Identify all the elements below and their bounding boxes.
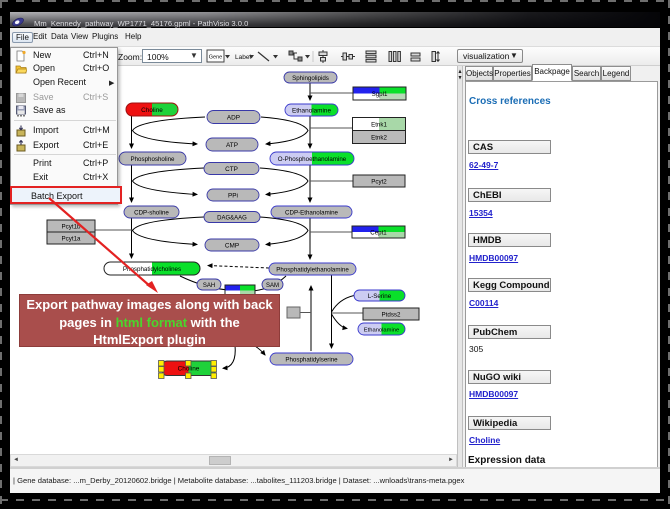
- svg-text:Etnk1: Etnk1: [371, 121, 387, 128]
- svg-text:O-Phosphoethanolamine: O-Phosphoethanolamine: [278, 156, 347, 163]
- svg-text:CDP-sholine: CDP-sholine: [134, 209, 169, 216]
- svg-text:SAM: SAM: [266, 283, 279, 289]
- svg-text:Ethanolamine: Ethanolamine: [364, 327, 399, 333]
- svg-text:Ethanolamine: Ethanolamine: [292, 107, 332, 114]
- svg-text:ADP: ADP: [227, 114, 240, 121]
- svg-text:Sgpl1: Sgpl1: [372, 91, 388, 98]
- svg-text:PPi: PPi: [228, 192, 238, 199]
- svg-text:Phosphatidylserine: Phosphatidylserine: [285, 356, 338, 363]
- svg-text:CDP-Ethanolamine: CDP-Ethanolamine: [285, 209, 339, 216]
- svg-text:Phosphosholine: Phosphosholine: [130, 156, 175, 163]
- svg-text:Pcyt2: Pcyt2: [371, 178, 387, 185]
- svg-text:Ptdss2: Ptdss2: [382, 311, 401, 318]
- svg-text:Pcyt1b: Pcyt1b: [62, 223, 81, 230]
- svg-text:Sphingolipids: Sphingolipids: [292, 75, 329, 82]
- svg-text:SAH: SAH: [203, 283, 215, 289]
- svg-text:Pcyt1a: Pcyt1a: [62, 235, 81, 242]
- svg-text:ATP: ATP: [226, 142, 238, 149]
- svg-text:CTP: CTP: [225, 166, 238, 173]
- svg-text:Phosphatidylethanolamine: Phosphatidylethanolamine: [276, 266, 349, 273]
- svg-text:L-Serine: L-Serine: [368, 293, 392, 300]
- svg-text:Choline: Choline: [178, 366, 200, 373]
- svg-text:Etnk2: Etnk2: [371, 134, 387, 141]
- svg-text:DAG&AAG: DAG&AAG: [217, 215, 247, 221]
- svg-text:Choline: Choline: [141, 107, 163, 114]
- svg-text:Cept1: Cept1: [370, 229, 387, 236]
- svg-text:CMP: CMP: [225, 242, 239, 249]
- svg-text:Gene: Gene: [209, 55, 222, 61]
- svg-text:Phosphatidylcholines: Phosphatidylcholines: [123, 266, 181, 273]
- svg-text:Label: Label: [235, 54, 251, 61]
